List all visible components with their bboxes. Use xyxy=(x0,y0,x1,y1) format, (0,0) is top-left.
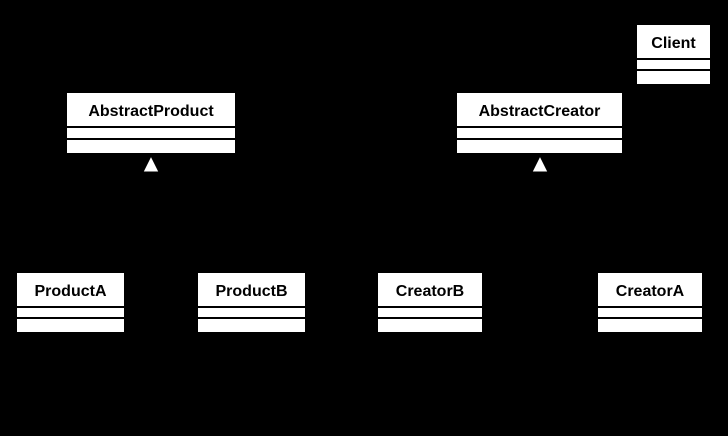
edge-creator-a-to-abstract-creator xyxy=(540,219,651,272)
edge-product-b-to-abstract-product xyxy=(151,219,252,272)
class-abstract-creator-attributes-compartment xyxy=(455,126,624,140)
class-abstract-product-attributes-compartment xyxy=(65,126,237,140)
class-product-a-attributes-compartment xyxy=(15,306,126,319)
class-product-b[interactable]: ProductB xyxy=(196,271,307,334)
generalization-arrowhead-abstract-creator xyxy=(531,154,549,173)
class-product-a-name: ProductA xyxy=(35,283,107,300)
class-product-b-attributes-compartment xyxy=(196,306,307,319)
class-product-a-name-compartment xyxy=(15,271,126,308)
class-creator-b-name: CreatorB xyxy=(396,283,464,300)
class-product-b-name: ProductB xyxy=(216,283,288,300)
class-abstract-product[interactable]: AbstractProduct xyxy=(65,91,237,155)
class-creator-a-methods-compartment xyxy=(596,317,704,334)
class-abstract-product-methods-compartment xyxy=(65,138,237,155)
class-creator-b-methods-compartment xyxy=(376,317,484,334)
class-abstract-product-name: AbstractProduct xyxy=(88,103,214,120)
class-product-b-methods-compartment xyxy=(196,317,307,334)
class-abstract-creator-name: AbstractCreator xyxy=(479,103,601,120)
class-creator-a[interactable]: CreatorA xyxy=(596,271,704,334)
class-abstract-creator[interactable]: AbstractCreator xyxy=(455,91,624,155)
class-creator-b-attributes-compartment xyxy=(376,306,484,319)
edge-product-a-to-abstract-product xyxy=(69,172,152,272)
class-client[interactable]: Client xyxy=(635,23,712,86)
class-abstract-creator-methods-compartment xyxy=(455,138,624,155)
class-client-methods-compartment xyxy=(635,69,712,86)
class-creator-b-name-compartment xyxy=(376,271,484,308)
class-client-attributes-compartment xyxy=(635,58,712,71)
generalization-arrowhead-abstract-product xyxy=(142,154,160,173)
class-creator-a-name: CreatorA xyxy=(616,283,685,300)
class-client-name: Client xyxy=(651,35,696,52)
class-product-a[interactable]: ProductA xyxy=(15,271,126,334)
edge-creator-b-to-abstract-creator xyxy=(429,172,541,272)
relationship-edges xyxy=(69,172,651,272)
class-product-a-methods-compartment xyxy=(15,317,126,334)
class-creator-a-attributes-compartment xyxy=(596,306,704,319)
class-creator-b[interactable]: CreatorB xyxy=(376,271,484,334)
